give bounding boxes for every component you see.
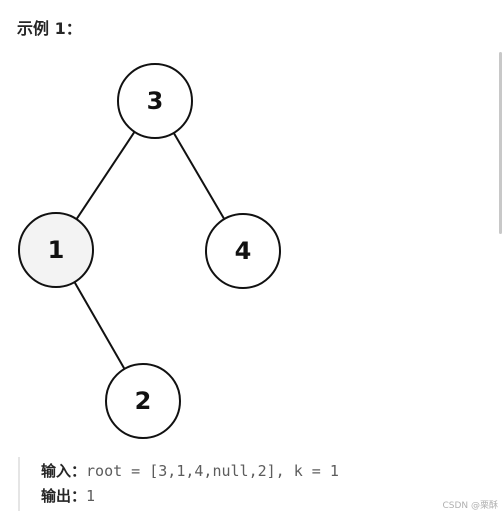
watermark: CSDN @栗酥 [442, 501, 498, 511]
output-value: 1 [86, 487, 96, 505]
output-label: 输出： [41, 487, 87, 505]
tree-node-label: 3 [147, 87, 164, 115]
tree-node-label: 1 [48, 236, 65, 264]
tree-edge-n1-n2 [73, 281, 126, 370]
tree-node-2: 2 [105, 363, 181, 439]
binary-tree-diagram: 3 1 4 2 [18, 63, 281, 439]
tree-node-circle [205, 213, 281, 289]
input-line: 输入：root = [3,1,4,null,2], k = 1 [41, 459, 339, 483]
tree-node-4: 4 [205, 213, 281, 289]
tree-node-1: 1 [18, 212, 94, 288]
tree-node-3: 3 [117, 63, 193, 139]
tree-node-label: 4 [235, 237, 252, 265]
output-line: 输出：1 [41, 484, 95, 508]
tree-edge-n3-n4 [172, 132, 226, 220]
input-label: 输入： [41, 462, 87, 480]
scrollbar[interactable] [499, 52, 502, 234]
tree-nodes: 3 1 4 2 [18, 63, 281, 439]
example-io-block: 输入：root = [3,1,4,null,2], k = 1 输出：1 [18, 457, 460, 511]
input-value: root = [3,1,4,null,2], k = 1 [86, 462, 339, 480]
example-title: 示例 1： [17, 19, 82, 38]
tree-node-circle [117, 63, 193, 139]
tree-node-circle [105, 363, 181, 439]
tree-edge-n3-n1 [75, 131, 136, 220]
tree-node-label: 2 [135, 387, 152, 415]
tree-node-circle [18, 212, 94, 288]
tree-edges [73, 131, 226, 370]
